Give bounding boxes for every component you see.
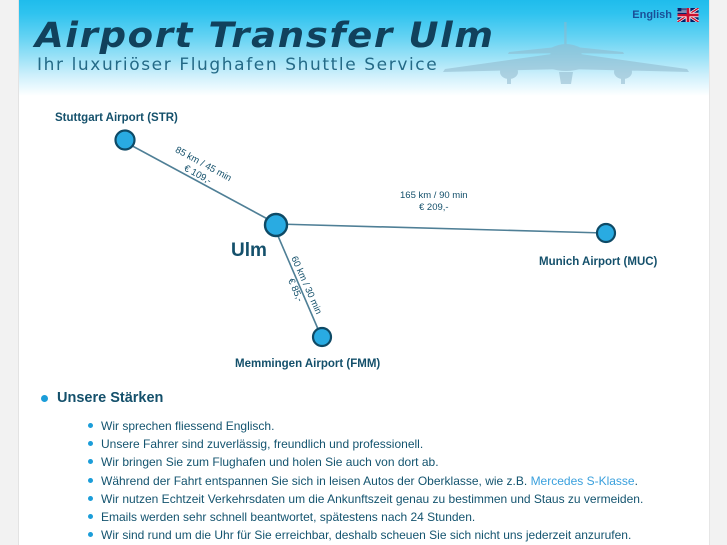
route-label-munich: 165 km / 90 min € 209,-: [400, 190, 468, 214]
list-item-text: Wir sind rund um die Uhr für Sie erreich…: [101, 528, 632, 543]
list-item-text: Wir nutzen Echtzeit Verkehrsdaten um die…: [101, 491, 644, 506]
map-node-stuttgart[interactable]: [114, 129, 136, 151]
route-line-memmingen: [274, 228, 322, 337]
site-logo-subtitle: Ihr luxuriöser Flughafen Shuttle Service: [37, 55, 439, 75]
route-price-munich: € 209,-: [419, 202, 449, 213]
list-item-text: Unsere Fahrer sind zuverlässig, freundli…: [101, 437, 424, 452]
list-item: Unsere Fahrer sind zuverlässig, freundli…: [88, 435, 709, 453]
uk-flag-icon: [677, 8, 699, 22]
route-distance-munich: 165 km / 90 min: [400, 190, 468, 201]
list-item: Emails werden sehr schnell beantwortet, …: [88, 508, 709, 526]
site-logo-title: Airport Transfer Ulm: [35, 16, 495, 56]
list-item-text: Wir bringen Sie zum Flughafen und holen …: [101, 455, 439, 470]
map-node-memmingen[interactable]: [311, 326, 333, 348]
section-heading-label: Unsere Stärken: [57, 390, 164, 406]
route-map: Stuttgart Airport (STR) Munich Airport (…: [19, 96, 709, 386]
route-line-munich: [276, 223, 605, 234]
list-item-text-after: .: [634, 473, 638, 488]
map-node-ulm[interactable]: [263, 212, 289, 238]
page-container: Airport Transfer Ulm Ihr luxuriöser Flug…: [18, 0, 710, 545]
list-item: Wir sind rund um die Uhr für Sie erreich…: [88, 526, 709, 544]
list-item-text: Emails werden sehr schnell beantwortet, …: [101, 510, 476, 525]
language-switch-label: English: [632, 9, 672, 21]
map-node-munich[interactable]: [595, 222, 617, 244]
airplane-silhouette-icon: [443, 22, 689, 84]
list-item-text-before: Während der Fahrt entspannen Sie sich in…: [101, 473, 531, 488]
site-header: Airport Transfer Ulm Ihr luxuriöser Flug…: [19, 0, 709, 96]
route-line-stuttgart: [124, 141, 276, 224]
map-label-stuttgart: Stuttgart Airport (STR): [55, 112, 178, 124]
route-map-graphic: [114, 129, 617, 348]
language-switch-english[interactable]: English: [632, 8, 699, 22]
bullet-dot-icon: [41, 394, 48, 402]
content-area: Unsere Stärken Wir sprechen fliessend En…: [19, 390, 709, 544]
map-label-munich: Munich Airport (MUC): [539, 256, 658, 268]
section-heading-strengths: Unsere Stärken: [41, 390, 709, 406]
list-item-text: Wir sprechen fliessend Englisch.: [101, 419, 275, 433]
list-item: Wir nutzen Echtzeit Verkehrsdaten um die…: [88, 490, 709, 508]
map-label-ulm: Ulm: [231, 240, 267, 261]
strengths-list: Wir sprechen fliessend Englisch. Unsere …: [41, 417, 709, 544]
mercedes-s-klasse-link[interactable]: Mercedes S-Klasse: [530, 473, 635, 488]
map-label-memmingen: Memmingen Airport (FMM): [235, 358, 381, 370]
list-item: Wir sprechen fliessend Englisch.: [88, 417, 709, 435]
list-item: Wir bringen Sie zum Flughafen und holen …: [88, 453, 709, 471]
list-item: Während der Fahrt entspannen Sie sich in…: [88, 472, 709, 490]
